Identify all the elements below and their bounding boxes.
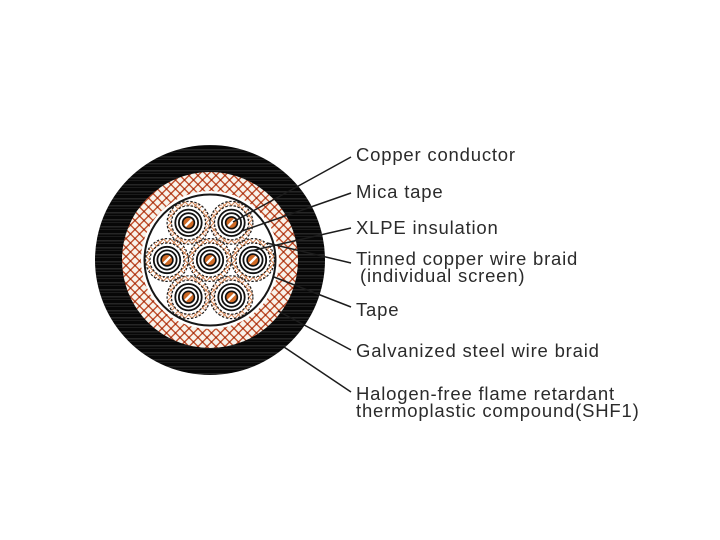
label-tape: Tape (356, 299, 400, 320)
leader-line-copper-conductor (232, 156, 352, 223)
leader-lines (232, 156, 352, 393)
label-mica-tape-text: Mica tape (356, 181, 444, 202)
leader-line-galvanized-braid (277, 310, 352, 351)
cable-body (95, 145, 325, 375)
core-top-right (208, 200, 255, 246)
label-halogen-free-sheath: Halogen-free flame retardant thermoplast… (356, 383, 640, 421)
label-halogen-free-line2: thermoplastic compound(SHF1) (356, 400, 640, 421)
label-tinned-copper-braid-line2: (individual screen) (360, 265, 526, 286)
core-top-left (165, 200, 212, 246)
label-tinned-copper-wire-braid: Tinned copper wire braid (individual scr… (356, 248, 579, 286)
label-galvanized-steel-wire-braid: Galvanized steel wire braid (356, 340, 600, 361)
label-tape-text: Tape (356, 299, 400, 320)
label-copper-conductor-text: Copper conductor (356, 144, 516, 165)
core-bottom-left (165, 274, 212, 320)
label-galvanized-braid-text: Galvanized steel wire braid (356, 340, 600, 361)
label-xlpe-insulation: XLPE insulation (356, 217, 499, 238)
label-copper-conductor: Copper conductor (356, 144, 516, 165)
core-center (187, 237, 233, 283)
label-halogen-free-line1: Halogen-free flame retardant (356, 383, 615, 404)
leader-line-tinned-copper-braid (266, 242, 352, 264)
label-tinned-copper-braid-line1: Tinned copper wire braid (356, 248, 579, 269)
leader-line-mica-tape (241, 192, 352, 232)
leader-line-tape (273, 276, 352, 308)
leader-line-halogen-free-sheath (283, 346, 352, 393)
core-left (144, 237, 190, 283)
core-right (230, 237, 276, 283)
label-xlpe-insulation-text: XLPE insulation (356, 217, 499, 238)
leader-line-xlpe-insulation (249, 227, 352, 252)
core-bottom-right (208, 274, 255, 320)
label-mica-tape: Mica tape (356, 181, 444, 202)
